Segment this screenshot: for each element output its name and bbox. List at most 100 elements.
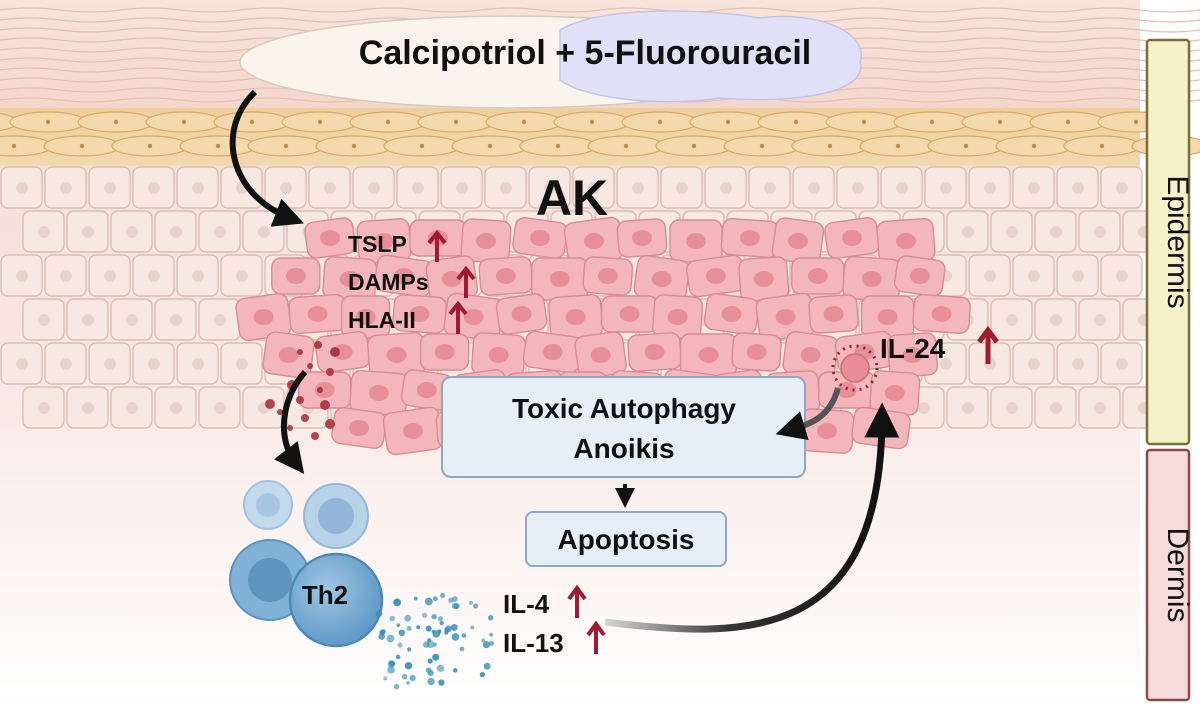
keratinocyte-nucleus — [38, 226, 50, 238]
keratinocyte-nucleus — [1028, 270, 1040, 282]
cytokine-particle — [413, 596, 418, 601]
keratinocyte-nucleus — [60, 270, 72, 282]
keratinocyte-nucleus — [1050, 402, 1062, 414]
keratinocyte-nucleus — [16, 270, 28, 282]
keratinocyte-nucleus — [1028, 182, 1040, 194]
lesion-nucleus — [488, 347, 509, 363]
cytokine-particle — [439, 621, 444, 626]
il24-to-mechanism-arrow — [775, 387, 841, 441]
lesion-nucleus — [902, 347, 923, 363]
granular-dot — [963, 143, 969, 149]
marker-label: DAMPs — [348, 269, 429, 295]
cytokine-particle — [397, 642, 403, 648]
lesion-nucleus — [807, 268, 828, 284]
lesion-nucleus — [393, 268, 414, 284]
dermis-label: Dermis — [1161, 528, 1194, 623]
cytokine-particle — [489, 632, 494, 637]
cytokine-label: IL-4 — [503, 589, 550, 619]
cytokine-particle — [487, 615, 494, 621]
cytokine-particle — [436, 664, 445, 672]
keratinocyte-nucleus — [1116, 182, 1128, 194]
damps-to-th2-arrow — [273, 370, 308, 474]
cytokine-particle — [375, 610, 383, 617]
th2-cell-cluster — [229, 480, 384, 648]
lesion-nucleus — [590, 347, 611, 363]
cytokine-particle — [395, 654, 401, 660]
keratinocyte-nucleus — [170, 226, 182, 238]
cytokine-particle — [440, 593, 446, 599]
keratinocyte-nucleus — [258, 226, 270, 238]
granular-dot — [895, 143, 901, 149]
damp-particle — [296, 396, 304, 404]
ak-label: AK — [536, 170, 608, 226]
cytokine-particle — [444, 630, 449, 635]
keratinocyte-nucleus — [500, 182, 512, 194]
keratinocyte-nucleus — [764, 182, 776, 194]
lesion-nucleus — [800, 347, 821, 363]
granular-dot — [929, 119, 935, 125]
keratinocyte-nucleus — [148, 182, 160, 194]
lesion-nucleus — [877, 309, 898, 325]
keratinocyte-nucleus — [984, 270, 996, 282]
keratinocyte-nucleus — [1094, 314, 1106, 326]
keratinocyte-nucleus — [962, 226, 974, 238]
lesion-nucleus — [823, 306, 844, 322]
granular-dot — [181, 119, 187, 125]
keratinocyte-nucleus — [236, 358, 248, 370]
damp-particle — [330, 347, 340, 357]
lesion-nucleus — [909, 268, 930, 284]
keratinocyte-nucleus — [104, 270, 116, 282]
keratinocyte-nucleus — [720, 182, 732, 194]
cytokine-particle — [488, 640, 494, 646]
drug-label: Calcipotriol + 5-Fluorouracil — [359, 34, 811, 72]
cytokine-particle — [444, 625, 452, 633]
lesion-nucleus — [434, 344, 455, 360]
granular-dot — [215, 143, 221, 149]
cytokine-particle — [482, 641, 490, 649]
keratinocyte-nucleus — [852, 182, 864, 194]
keratinocyte-nucleus — [214, 402, 226, 414]
cytokine-particle — [452, 668, 458, 673]
keratinocyte-nucleus — [126, 314, 138, 326]
cytokine-particle — [438, 679, 445, 686]
cytokine-particle — [404, 614, 412, 622]
keratinocyte-nucleus — [808, 182, 820, 194]
marker-label: TSLP — [348, 231, 407, 257]
keratinocyte-nucleus — [632, 182, 644, 194]
keratinocyte-nucleus — [192, 270, 204, 282]
apoptosis-label: Apoptosis — [558, 524, 695, 555]
keratinocyte-nucleus — [82, 402, 94, 414]
cytokine-particle — [426, 640, 435, 649]
damp-particle — [320, 400, 330, 410]
lesion-nucleus — [285, 268, 306, 284]
dermis-layer-bar: Dermis — [1145, 448, 1194, 702]
keratinocyte-nucleus — [962, 402, 974, 414]
damp-particle — [297, 349, 303, 355]
lesion-nucleus — [740, 230, 760, 246]
granular-dot — [623, 143, 629, 149]
cytokine-particle — [427, 677, 435, 686]
cytokine-label: IL-13 — [503, 628, 564, 658]
cytokine-particle — [389, 615, 396, 622]
lesion-nucleus — [320, 230, 340, 246]
up-arrow-icon — [567, 584, 587, 618]
keratinocyte-nucleus — [1116, 358, 1128, 370]
granular-dot — [555, 143, 561, 149]
granular-dot — [793, 119, 799, 125]
keratinocyte-nucleus — [1006, 402, 1018, 414]
lesion-nucleus — [463, 309, 484, 325]
keratinocyte-nucleus — [280, 182, 292, 194]
keratinocyte-nucleus — [1028, 358, 1040, 370]
keratinocyte-nucleus — [60, 358, 72, 370]
lesion-nucleus — [746, 344, 767, 360]
marker-label: HLA-II — [348, 307, 416, 333]
keratinocyte-nucleus — [1072, 270, 1084, 282]
lesion-nucleus — [530, 230, 550, 246]
cytokine-particle — [451, 633, 460, 641]
granular-dot — [589, 119, 595, 125]
cytokine-particle — [461, 633, 467, 638]
cytokine-particle — [432, 596, 438, 602]
keratinocyte-nucleus — [126, 226, 138, 238]
granular-dot — [317, 119, 323, 125]
keratinocyte-nucleus — [1006, 314, 1018, 326]
